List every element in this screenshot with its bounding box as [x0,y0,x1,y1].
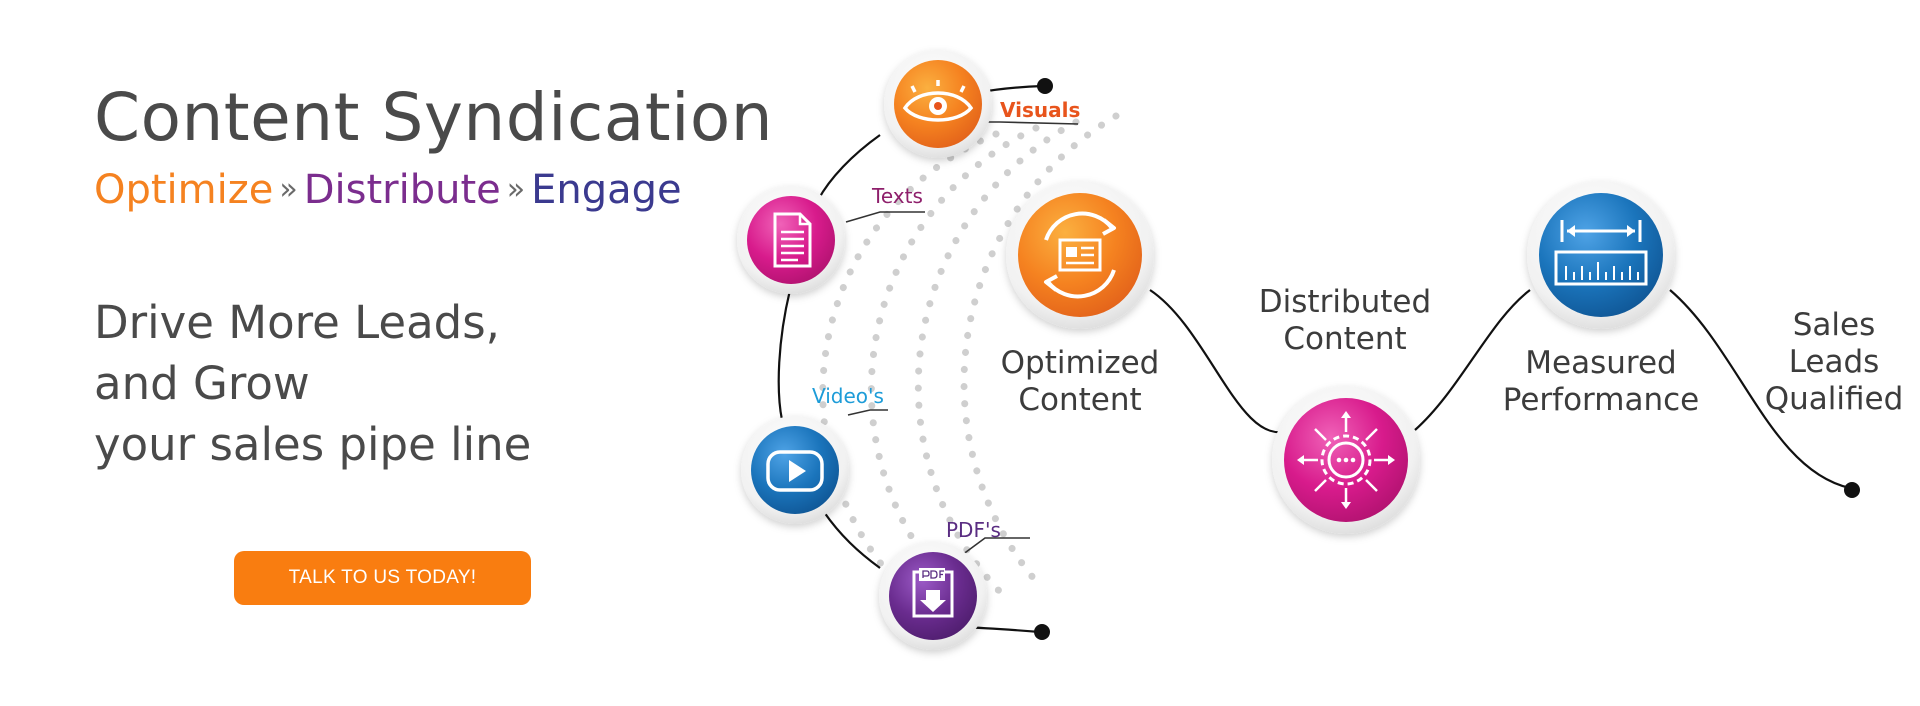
eye-icon [902,80,974,122]
distributed-label-line-1: Distributed [1259,284,1431,320]
lead-line-2: and Grow [94,357,310,410]
document-icon [773,212,812,268]
tagline-optimize: Optimize [94,167,274,213]
talk-to-us-button[interactable]: TALK TO US TODAY! [234,551,531,605]
leads-label-line-2: Leads [1789,344,1880,380]
distributed-label-line-2: Content [1283,321,1406,357]
source-node-texts [737,186,845,294]
ruler-measure-icon [1554,220,1648,286]
texts-label: Texts [871,184,923,208]
play-icon [766,450,824,492]
dotted-arcs [819,112,1120,614]
stage-node-optimized [1006,181,1154,329]
optimized-label-line-1: Optimized [1001,345,1160,381]
tagline: Optimize»Distribute»Engage [94,168,682,212]
lead-line-1: Drive More Leads, [94,296,500,349]
leads-label-line-1: Sales [1793,307,1876,343]
source-node-visuals [884,50,992,158]
pdfs-label: PDF's [946,518,1001,542]
pdf-download-icon [912,568,954,618]
ring-end-dot-top [1037,78,1053,94]
visuals-label: Visuals [1000,98,1080,122]
measured-label-line-2: Performance [1503,382,1699,418]
stage-node-distributed [1272,386,1420,534]
videos-label: Video's [812,384,884,408]
tagline-separator-1: » [279,172,298,207]
tagline-separator-2: » [506,172,526,207]
lead-text: Drive More Leads, and Grow your sales pi… [94,292,531,475]
measured-label-line-1: Measured [1525,345,1676,381]
stage-path [1149,289,1851,490]
tagline-distribute: Distribute [303,167,501,213]
path-end-dot [1844,482,1860,498]
source-node-videos [741,416,849,524]
page-title: Content Syndication [94,79,774,156]
ring-end-dot-bottom [1034,624,1050,640]
optimized-label-line-2: Content [1018,382,1141,418]
refresh-article-icon [1044,211,1116,299]
lead-line-3: your sales pipe line [94,418,532,471]
gear-distribute-icon [1297,411,1395,509]
source-node-pdfs [879,542,987,650]
tagline-engage: Engage [531,167,682,213]
leads-label-line-3: Qualified [1765,381,1904,417]
stage-node-measured [1527,181,1675,329]
